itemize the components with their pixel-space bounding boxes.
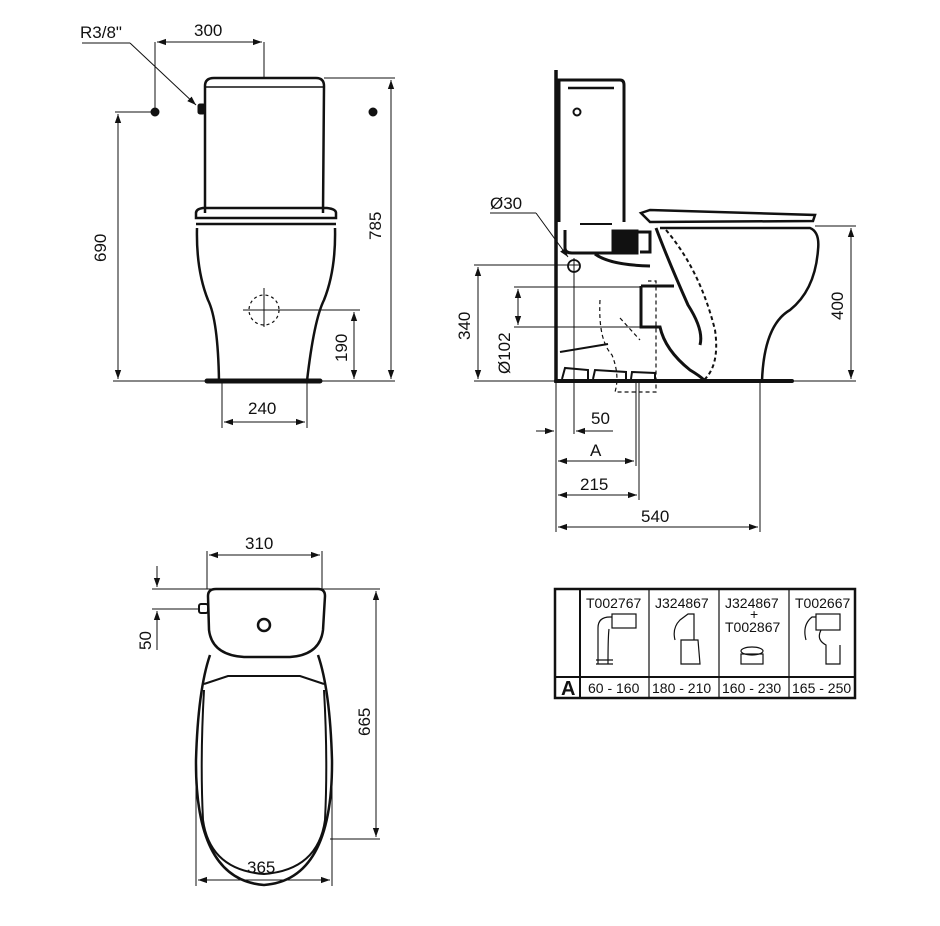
fitting-code-1: T002767: [586, 595, 641, 611]
fitting-icon-3: [740, 646, 764, 665]
fitting-icon-1: [596, 613, 637, 665]
fitting-range-4: 165 - 250: [792, 680, 851, 696]
side-view: [474, 70, 856, 532]
fittings-table: [553, 587, 857, 700]
fitting-range-1: 60 - 160: [588, 680, 640, 696]
fitting-code-2: J324867: [655, 595, 709, 611]
fitting-plus: +: [750, 606, 758, 622]
fitting-code-3a: J324867: [725, 595, 779, 611]
dim-inlet-offset: 50: [591, 409, 610, 428]
seat-lid: [194, 206, 338, 220]
cistern-side: [557, 78, 626, 222]
dim-inlet-diameter: Ø30: [490, 194, 522, 213]
fitting-range-3: 160 - 230: [722, 680, 781, 696]
dim-top-inlet-offset: 50: [136, 631, 155, 650]
pan-body: [195, 227, 337, 382]
dim-height-right: 785: [366, 212, 385, 240]
dim-length: 665: [355, 708, 374, 736]
fitting-code-4: T002667: [795, 595, 850, 611]
dim-depth: 540: [641, 507, 669, 526]
cistern-outline: [203, 76, 326, 214]
connection-label: R3/8": [80, 23, 122, 42]
dim-seat-height: 400: [828, 292, 847, 320]
dim-tank-width: 310: [245, 534, 273, 553]
cistern-top: [206, 587, 327, 659]
dim-height-left: 690: [91, 234, 110, 262]
dim-outlet-offset: 215: [580, 475, 608, 494]
dim-width-top: 300: [194, 21, 222, 40]
dim-inlet-height: 340: [455, 312, 474, 340]
dim-outlet-diameter: Ø102: [495, 332, 514, 374]
dim-variable-a: A: [590, 441, 602, 460]
dim-bowl-width: 365: [247, 858, 275, 877]
fitting-code-3b: T002867: [725, 619, 780, 635]
front-view: [82, 38, 395, 428]
dim-outlet-height: 190: [332, 334, 351, 362]
inlet-nipple: [197, 103, 206, 115]
fitting-icon-4: [804, 613, 841, 665]
table-row-label: A: [561, 678, 575, 700]
dim-base-width: 240: [248, 399, 276, 418]
fitting-icon-2: [673, 613, 701, 665]
top-view: [152, 551, 380, 887]
fitting-range-2: 180 - 210: [652, 680, 711, 696]
